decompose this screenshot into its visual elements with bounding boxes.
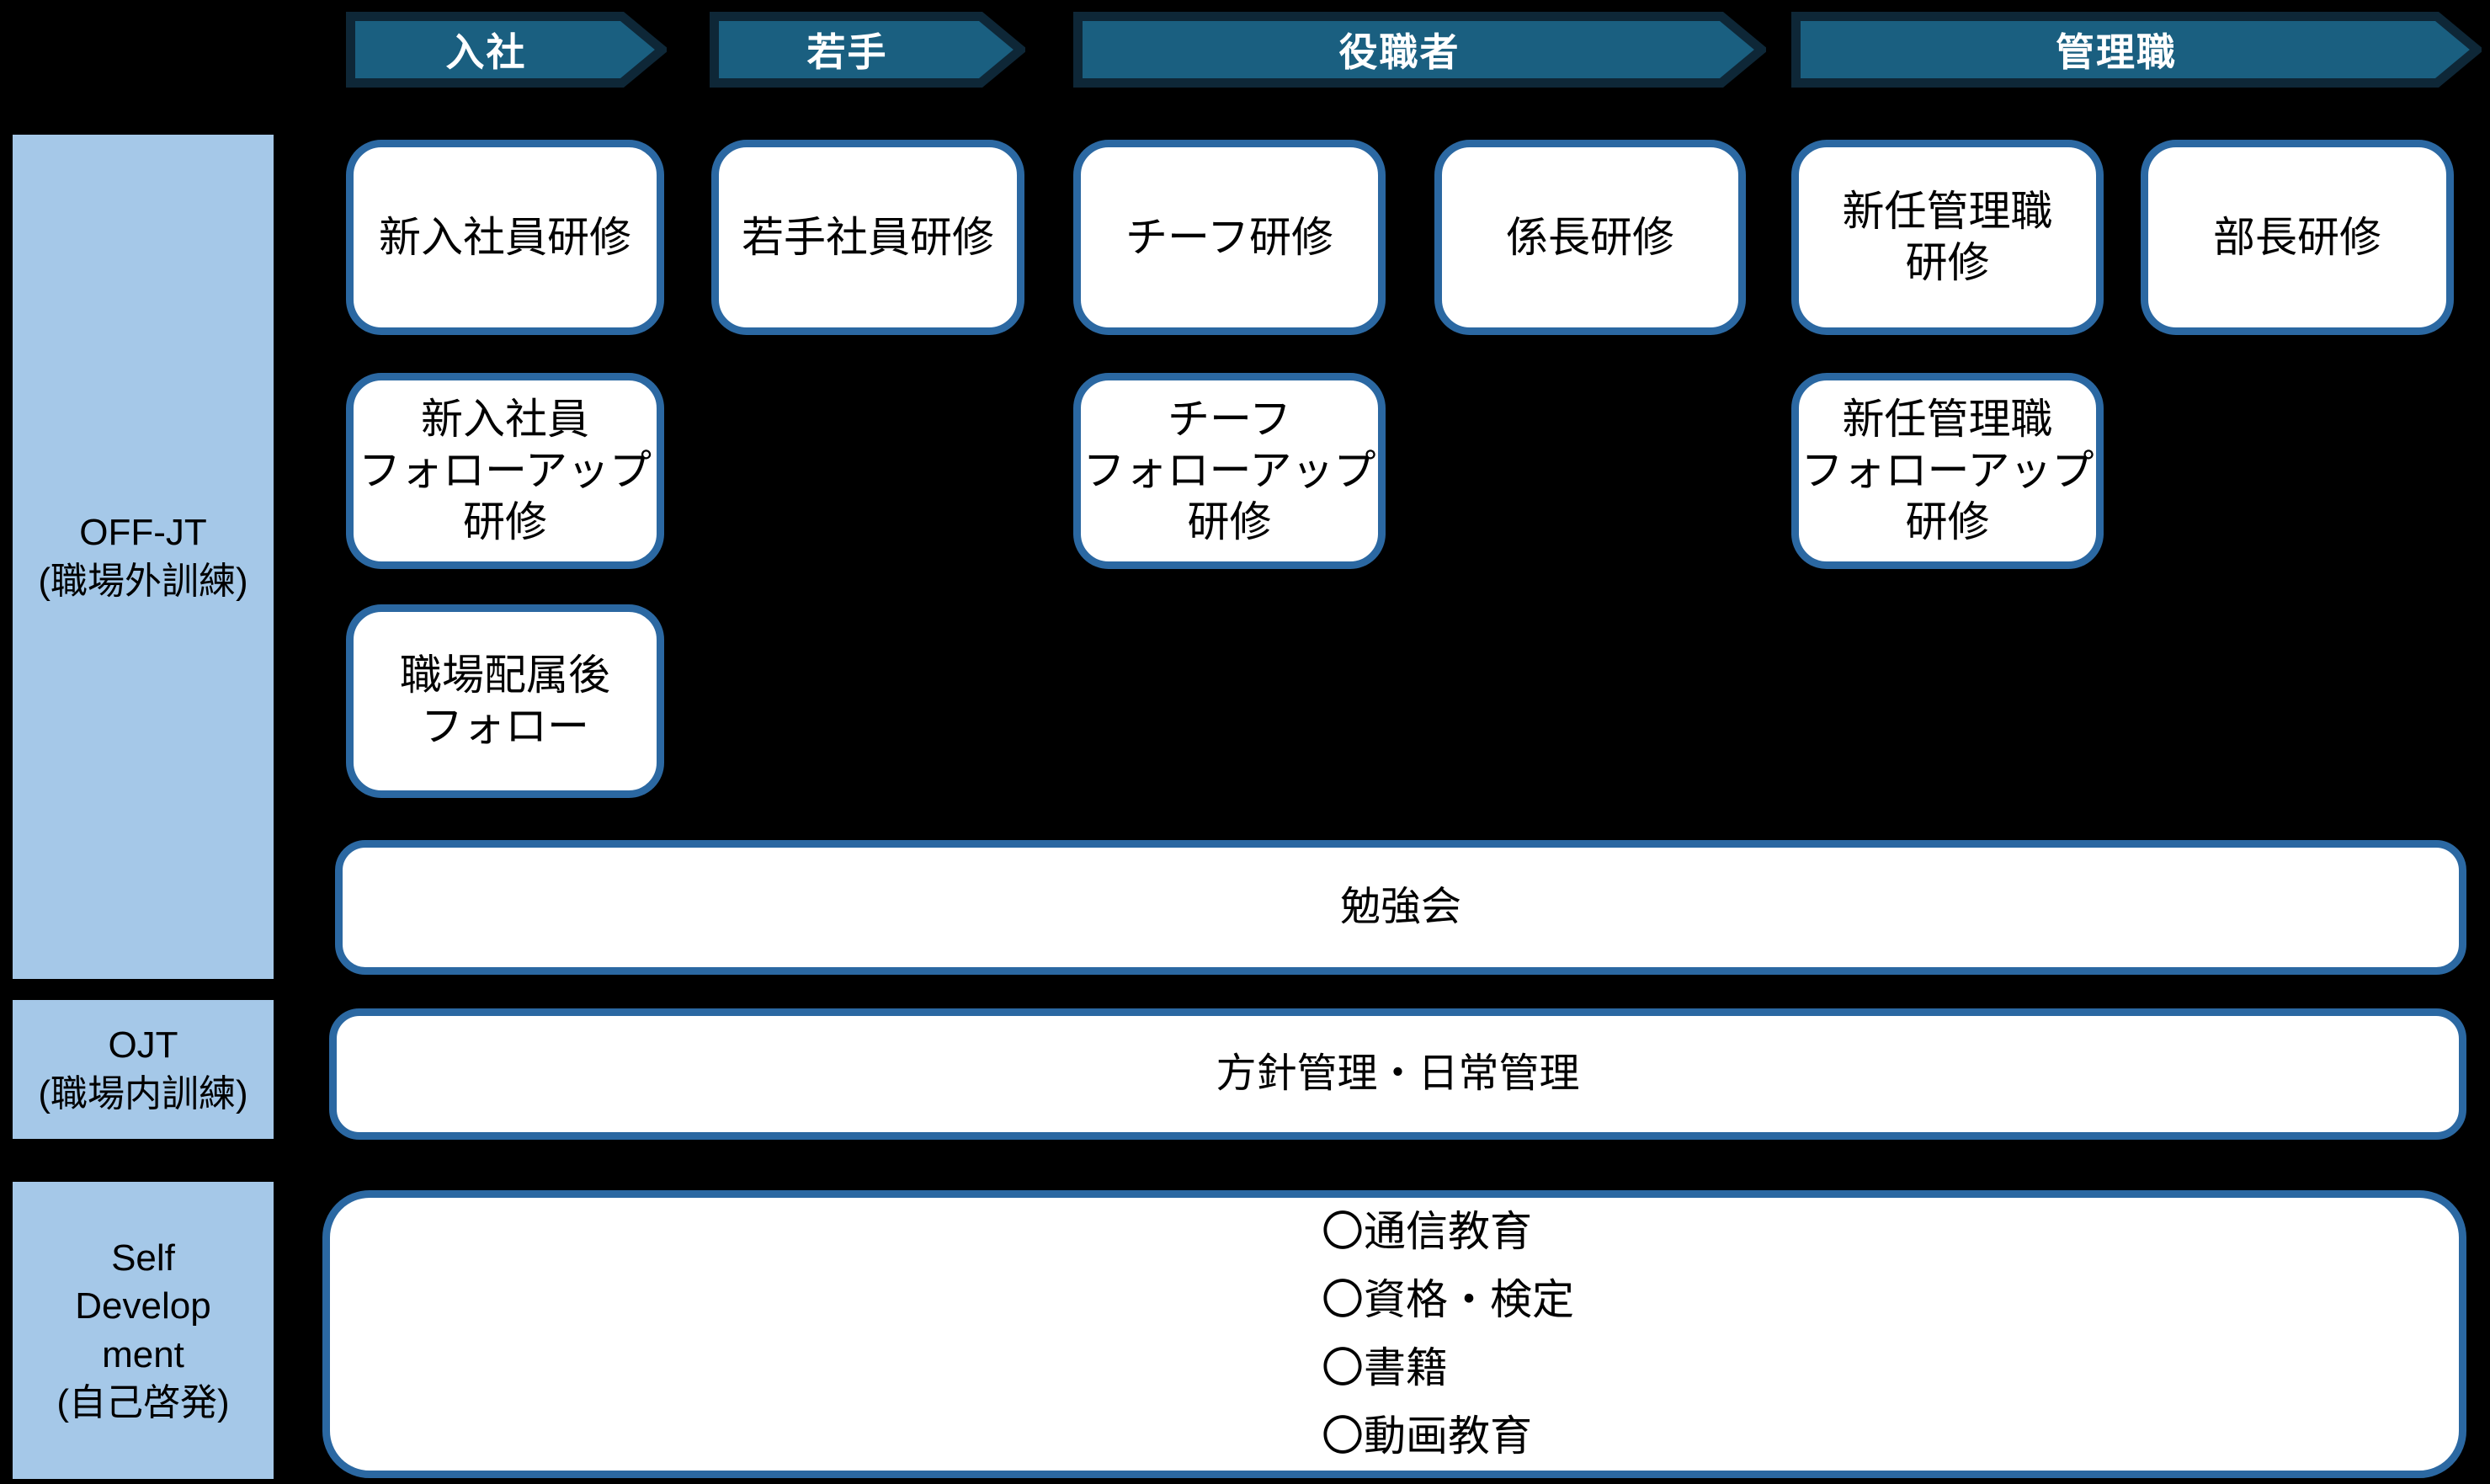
- arrow-shape: [1073, 12, 1766, 88]
- stage-label: 役職者: [1338, 30, 1460, 74]
- arrow-shape: [346, 12, 667, 88]
- box-chief-training: チーフ研修: [1073, 140, 1386, 335]
- bar-self-development: 〇通信教育 〇資格・検定 〇書籍 〇動画教育: [322, 1190, 2466, 1478]
- stage-arrow-joining: 入社: [346, 12, 667, 88]
- box-new-manager-followup: 新任管理職 フォローアップ 研修: [1791, 373, 2104, 569]
- sidebar-selfdev: Self Develop ment (自己啓発): [13, 1182, 274, 1479]
- stage-arrow-supervisors: 役職者: [1073, 12, 1766, 88]
- sidebar-offjt: OFF-JT (職場外訓練): [13, 135, 274, 979]
- sidebar-ojt: OJT (職場内訓練): [13, 1000, 274, 1139]
- box-department-head-training: 部長研修: [2141, 140, 2454, 335]
- arrow-shape: [1791, 12, 2482, 88]
- stage-label: 若手: [806, 30, 888, 74]
- box-young-employee-training: 若手社員研修: [711, 140, 1024, 335]
- box-new-employee-training: 新入社員研修: [346, 140, 664, 335]
- stage-label: 入社: [445, 30, 527, 74]
- box-section-head-training: 係長研修: [1434, 140, 1746, 335]
- bar-policy-daily-management: 方針管理・日常管理: [329, 1008, 2466, 1140]
- box-post-assignment-follow: 職場配属後 フォロー: [346, 604, 664, 798]
- stage-arrow-young: 若手: [710, 12, 1025, 88]
- arrow-shape: [710, 12, 1025, 88]
- bar-study-session: 勉強会: [335, 840, 2466, 975]
- self-development-items: 〇通信教育 〇資格・検定 〇書籍 〇動画教育: [1322, 1208, 1574, 1460]
- stage-label: 管理職: [2056, 30, 2177, 74]
- box-new-manager-training: 新任管理職 研修: [1791, 140, 2104, 335]
- stage-arrow-managers: 管理職: [1791, 12, 2482, 88]
- box-chief-followup: チーフ フォローアップ 研修: [1073, 373, 1386, 569]
- box-new-employee-followup: 新入社員 フォローアップ 研修: [346, 373, 664, 569]
